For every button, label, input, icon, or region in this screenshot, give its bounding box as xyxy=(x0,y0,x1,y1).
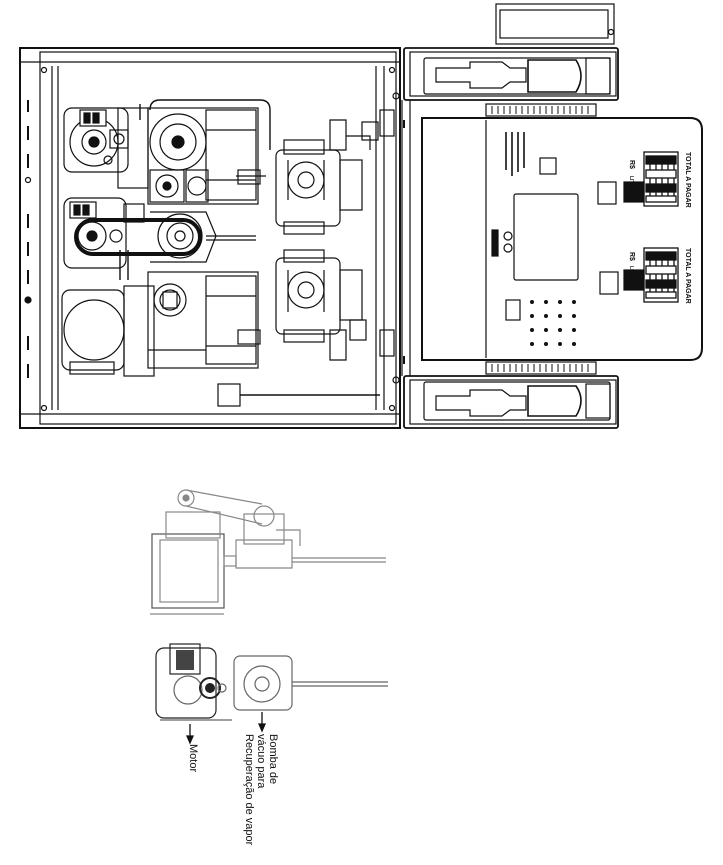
vent-grilles xyxy=(485,103,597,375)
pump-cabinet xyxy=(19,47,401,429)
motor-top xyxy=(147,107,266,205)
instruction-text-block xyxy=(505,132,525,176)
nozzle-holder-bottom xyxy=(403,375,619,429)
side-bracket-top xyxy=(379,109,395,137)
callout-arrows xyxy=(186,712,266,745)
motor-label-text: Motor xyxy=(187,744,199,773)
pump-unit-bottom xyxy=(275,249,367,361)
display-panel xyxy=(421,117,703,361)
pipes xyxy=(119,99,380,396)
detail-vacuum-pump-assembly xyxy=(155,643,388,721)
meter-middle-with-belt xyxy=(63,197,256,269)
litros-label-lower: LITROS xyxy=(628,266,634,285)
vacuum-pump-label: Bomba de vácuo para Recuperação de vapor xyxy=(243,734,279,845)
price-display-lower xyxy=(623,247,679,303)
currency-label-lower: R$ xyxy=(628,252,635,261)
meter-bottom xyxy=(61,285,155,377)
vacuum-pump-label-line3: Recuperação de vapor xyxy=(243,734,255,846)
meter-top xyxy=(63,107,149,189)
nozzle-holder-top xyxy=(403,3,619,101)
pump-unit-top xyxy=(275,119,379,235)
junction-box xyxy=(217,383,241,407)
keypad xyxy=(530,300,576,346)
vacuum-pump-label-line1: Bomba de xyxy=(267,734,279,785)
display-side-rails xyxy=(392,92,411,384)
motor-bottom xyxy=(147,271,261,369)
side-bracket-bottom xyxy=(379,329,395,357)
litros-label-upper: LITROS xyxy=(628,176,634,195)
display-window xyxy=(513,193,579,281)
currency-label-upper: R$ xyxy=(628,160,635,169)
total-a-pagar-label-lower: TOTAL A PAGAR xyxy=(684,248,691,304)
detail-belt-drive-assembly xyxy=(150,489,386,615)
vacuum-pump-label-line2: vácuo para xyxy=(255,734,267,789)
motor-label: Motor xyxy=(187,744,199,772)
price-display-upper xyxy=(623,151,679,207)
total-a-pagar-label-upper: TOTAL A PAGAR xyxy=(684,152,691,208)
